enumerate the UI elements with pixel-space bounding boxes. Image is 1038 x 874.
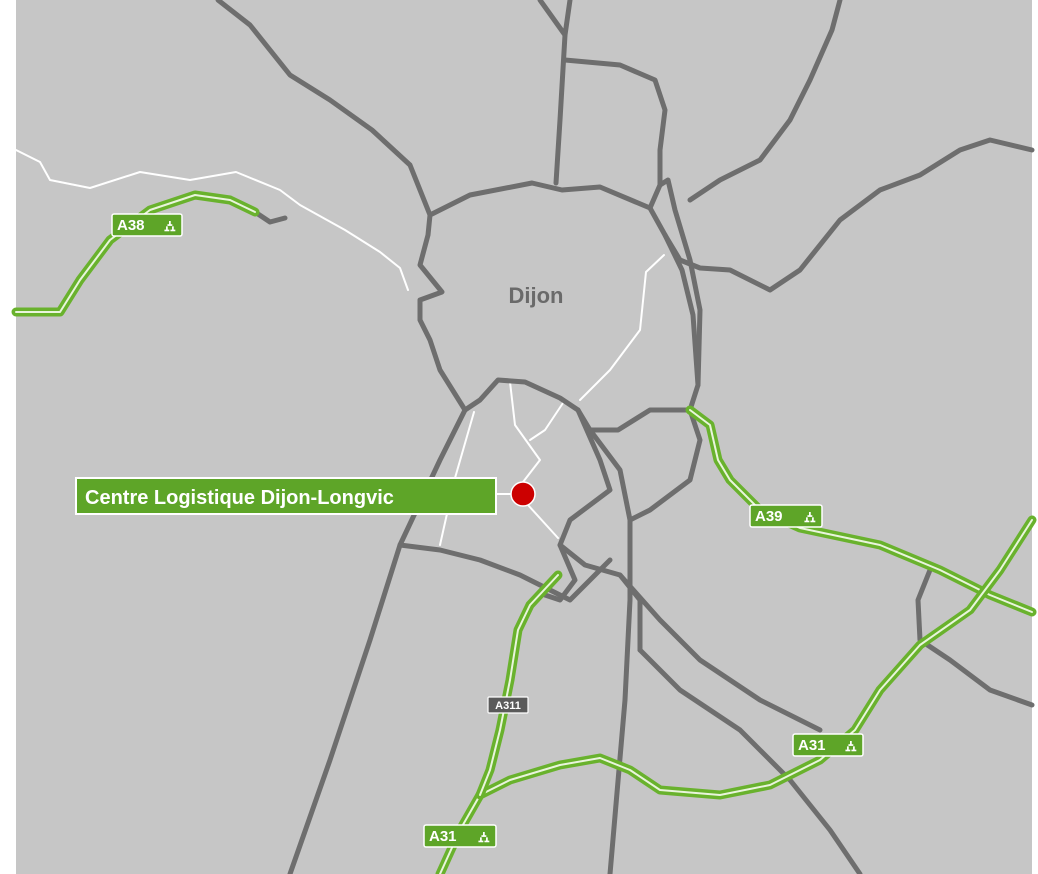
motorway-shield-label: A38 <box>117 217 145 234</box>
motorway-shield-a31-south[interactable]: A31 ⛼ <box>423 824 497 848</box>
motorway-shield-a31-east[interactable]: A31 ⛼ <box>792 733 864 757</box>
minor-roads <box>15 149 665 546</box>
motorway-shield-a39[interactable]: A39 ⛼ <box>749 504 823 528</box>
main-roads <box>215 0 1035 874</box>
motorway-shield-label: A31 <box>798 737 826 754</box>
motorway-shield-a38[interactable]: A38 ⛼ <box>111 213 183 237</box>
route-tag-label: A311 <box>495 700 521 712</box>
facility-callout[interactable]: Centre Logistique Dijon-Longvic <box>75 477 497 515</box>
motorway-shield-label: A31 <box>429 828 457 845</box>
location-marker[interactable] <box>510 481 536 507</box>
route-tag-a311: A311 <box>487 696 529 714</box>
motorway-icon: ⛼ <box>845 738 857 755</box>
motorway-icon: ⛼ <box>478 829 490 846</box>
motorway-icon: ⛼ <box>804 509 816 526</box>
city-label: Dijon <box>509 283 564 308</box>
facility-label: Centre Logistique Dijon-Longvic <box>85 487 394 509</box>
motorway-shield-label: A39 <box>755 508 783 525</box>
motorway-icon: ⛼ <box>164 218 176 235</box>
